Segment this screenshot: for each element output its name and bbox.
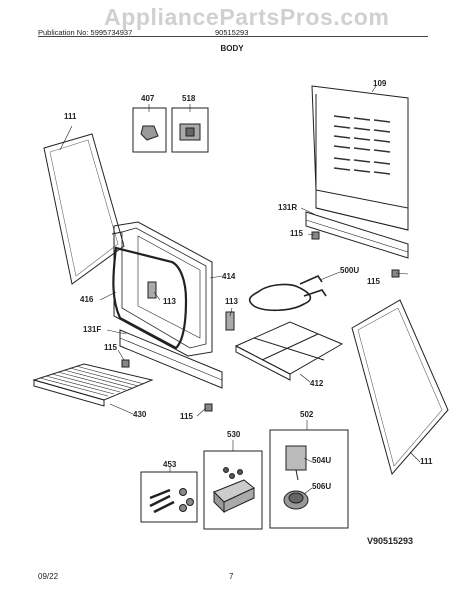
- box-407: [132, 107, 167, 153]
- box-518: [171, 107, 209, 153]
- oven-cavity: [111, 221, 213, 357]
- part-label-412: 412: [310, 379, 324, 388]
- box-530: [203, 450, 263, 530]
- box-502: [269, 429, 349, 529]
- publication-number: Publication No: 5995734937: [38, 28, 133, 37]
- part-label-115-d: 115: [180, 412, 193, 421]
- rear-base-rail: [305, 211, 409, 259]
- part-label-506U: 506U: [312, 482, 332, 491]
- part-label-131F: 131F: [83, 325, 102, 334]
- part-label-113-a: 113: [163, 297, 176, 306]
- bake-element: [248, 274, 327, 312]
- front-base-rail: [119, 329, 223, 389]
- right-side-panel: [351, 299, 449, 476]
- footer-date: 09/22: [38, 572, 59, 581]
- watermark: AppliancePartsPros.com: [104, 4, 390, 30]
- part-label-115-b: 115: [367, 277, 380, 286]
- part-label-113-b: 113: [225, 297, 238, 306]
- part-label-111-left: 111: [64, 112, 77, 121]
- part-label-500U: 500U: [340, 266, 360, 275]
- part-label-530: 530: [227, 430, 241, 439]
- part-label-109: 109: [373, 79, 387, 88]
- header-rule: [38, 36, 428, 37]
- part-label-407: 407: [141, 94, 155, 103]
- page-number: 7: [229, 572, 234, 581]
- part-label-115-c: 115: [104, 343, 117, 352]
- element-cover: [234, 321, 344, 381]
- part-label-430: 430: [133, 410, 147, 419]
- part-label-504U: 504U: [312, 456, 332, 465]
- part-label-518: 518: [182, 94, 196, 103]
- part-label-502: 502: [300, 410, 314, 419]
- part-label-111-right: 111: [420, 457, 433, 466]
- section-title: BODY: [220, 44, 244, 53]
- hinge-receptacle: [147, 281, 235, 331]
- leader-lines: [59, 85, 421, 495]
- back-panel: [311, 85, 409, 231]
- part-label-453: 453: [163, 460, 177, 469]
- diagram-code: V90515293: [367, 536, 414, 546]
- box-453: [140, 471, 198, 523]
- oven-rack: [32, 363, 154, 407]
- part-label-416: 416: [80, 295, 94, 304]
- left-side-panel: [43, 133, 125, 285]
- part-label-131R: 131R: [278, 203, 298, 212]
- door-gasket: [112, 246, 188, 350]
- part-label-414: 414: [222, 272, 236, 281]
- model-code: 90515293: [215, 28, 249, 37]
- part-label-115-a: 115: [290, 229, 303, 238]
